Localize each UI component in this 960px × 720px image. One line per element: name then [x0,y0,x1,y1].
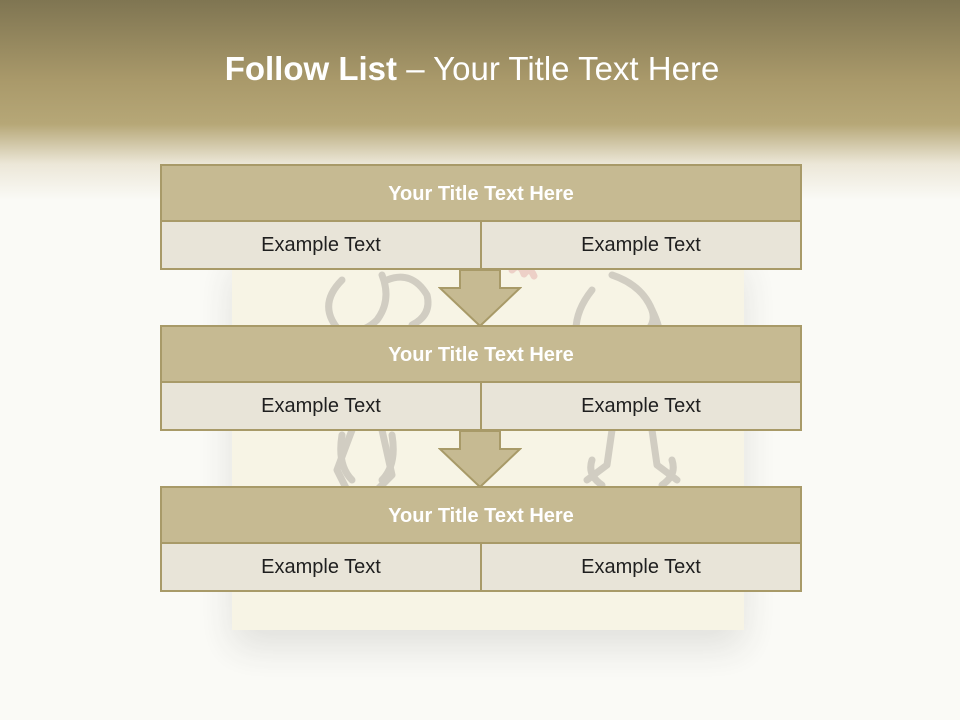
step-3-right-cell: Example Text [480,542,802,592]
step-1-left-cell: Example Text [160,220,482,270]
slide-title-rest: Your Title Text Here [433,50,720,87]
step-3-left-cell: Example Text [160,542,482,592]
step-block-2: Your Title Text Here Example Text Exampl… [160,325,802,431]
slide-title: Follow List – Your Title Text Here [0,50,944,88]
slide-title-separator: – [406,50,425,87]
step-2-title: Your Title Text Here [160,325,802,385]
down-arrow-1 [438,270,522,328]
step-3-title: Your Title Text Here [160,486,802,546]
slide-title-bold: Follow List [224,50,398,87]
step-2-left-cell: Example Text [160,381,482,431]
down-arrow-2 [438,431,522,489]
step-block-1: Your Title Text Here Example Text Exampl… [160,164,802,270]
step-1-title: Your Title Text Here [160,164,802,224]
step-2-right-cell: Example Text [480,381,802,431]
step-block-3: Your Title Text Here Example Text Exampl… [160,486,802,592]
step-1-right-cell: Example Text [480,220,802,270]
